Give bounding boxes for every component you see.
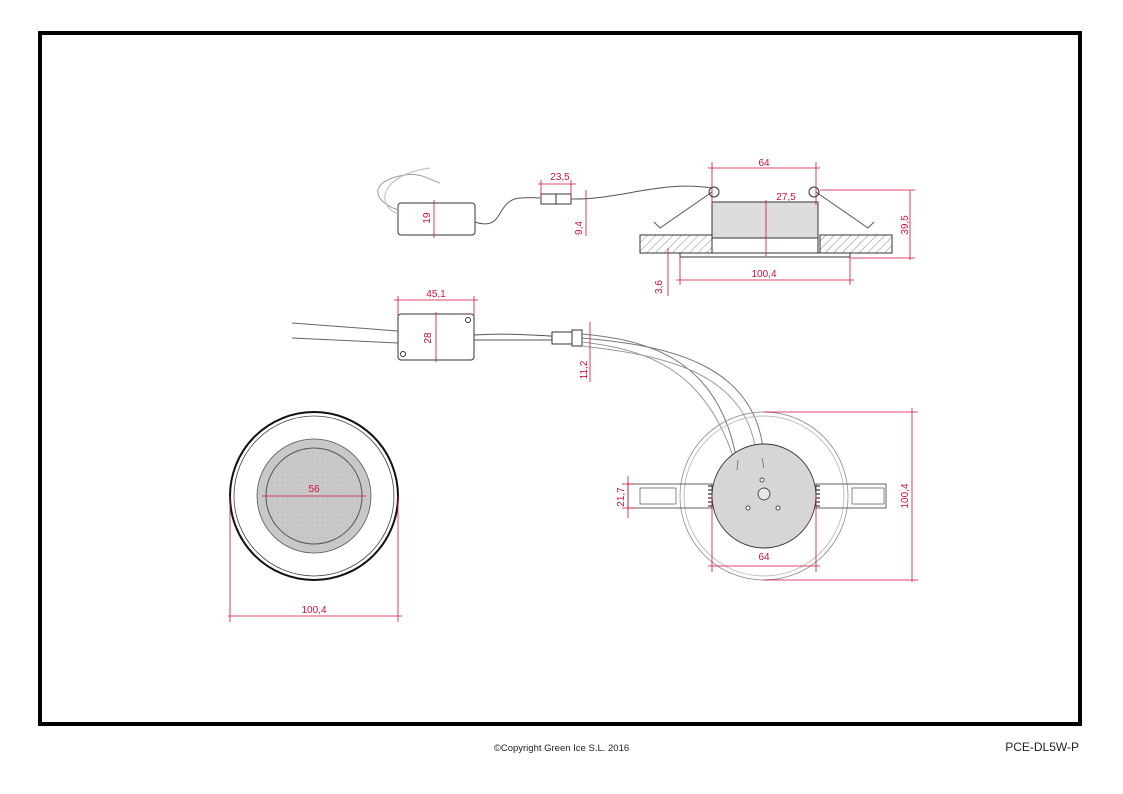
lamp-side-body: [711, 201, 819, 243]
dim-front-lens-diameter: 56: [308, 484, 320, 495]
dim-side-connector-height: 9,4: [574, 221, 585, 235]
lamp-side-flange: [679, 252, 851, 258]
dim-back-clip-width: 21,7: [616, 487, 627, 507]
product-code: PCE-DL5W-P: [1005, 740, 1079, 754]
back-view-dimensions: [622, 408, 918, 582]
dim-back-body-diameter: 64: [758, 552, 770, 563]
side-view-dimensions: [433, 162, 915, 296]
spring-clip-left: [653, 191, 713, 229]
dim-side-total-height: 39,5: [900, 215, 911, 235]
driver-top-input-wire-1: [291, 322, 399, 332]
dim-top-driver-width: 28: [423, 332, 434, 344]
side-cable-2: [570, 185, 713, 200]
back-view: [627, 411, 887, 581]
copyright-notice: ©Copyright Green Ice S.L. 2016: [493, 743, 630, 754]
ceiling-right: [819, 234, 893, 254]
front-view-dimensions: [228, 495, 402, 622]
dim-back-outer-diameter: 100,4: [900, 483, 911, 508]
driver-side-body: [397, 202, 476, 236]
dim-side-width: 64: [758, 158, 770, 169]
dim-side-connector-length: 23,5: [550, 172, 570, 183]
spring-clip-right: [815, 191, 875, 229]
dim-top-connector-width: 11,2: [579, 360, 590, 379]
lamp-cable-2: [581, 337, 765, 461]
side-view: [377, 167, 893, 258]
driver-top-output-cable: [473, 333, 553, 337]
dim-side-flange-diameter: 100,4: [751, 269, 776, 280]
dim-side-body-height: 27,5: [776, 192, 796, 203]
dim-front-outer-diameter: 100,4: [301, 605, 326, 616]
drawing-frame: [38, 31, 1082, 726]
dim-side-driver-height: 19: [422, 212, 433, 224]
top-view-dimensions: [394, 296, 591, 382]
ceiling-left: [639, 234, 713, 254]
side-cable-1: [474, 197, 541, 225]
driver-top-input-wire-2: [291, 337, 399, 344]
lamp-cable-1: [581, 333, 738, 463]
dim-top-driver-length: 45,1: [426, 289, 446, 300]
dim-side-flange-thickness: 3,6: [654, 280, 665, 294]
top-connector: [551, 331, 573, 345]
